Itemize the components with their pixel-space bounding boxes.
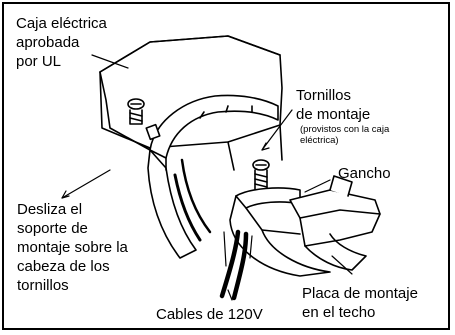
label-slide-instruction: Desliza el soporte de montaje sobre la c… bbox=[17, 201, 128, 294]
leader-hook bbox=[304, 179, 331, 193]
label-wires: Cables de 120V bbox=[156, 306, 263, 323]
leader-lines bbox=[61, 54, 353, 301]
wires-120v bbox=[219, 229, 253, 301]
leader-wires bbox=[227, 289, 233, 301]
label-ceiling-plate: Placa de montaje en el techo bbox=[302, 285, 418, 321]
label-mounting-screws: Tornillos de montaje bbox=[296, 87, 371, 123]
mounting-screw-right bbox=[252, 159, 270, 193]
mounting-bracket bbox=[145, 94, 279, 259]
label-hook: Gancho bbox=[338, 165, 391, 182]
leader-plate bbox=[331, 255, 353, 275]
leader-screws bbox=[261, 109, 293, 151]
leader-slide bbox=[61, 169, 111, 199]
label-electrical-box: Caja eléctrica aprobada por UL bbox=[16, 15, 107, 70]
label-screws-note: (provistos con la caja eléctrica) bbox=[300, 124, 390, 146]
mounting-screw-left bbox=[127, 98, 145, 125]
ceiling-plate bbox=[229, 175, 381, 277]
leader-box bbox=[91, 54, 129, 69]
